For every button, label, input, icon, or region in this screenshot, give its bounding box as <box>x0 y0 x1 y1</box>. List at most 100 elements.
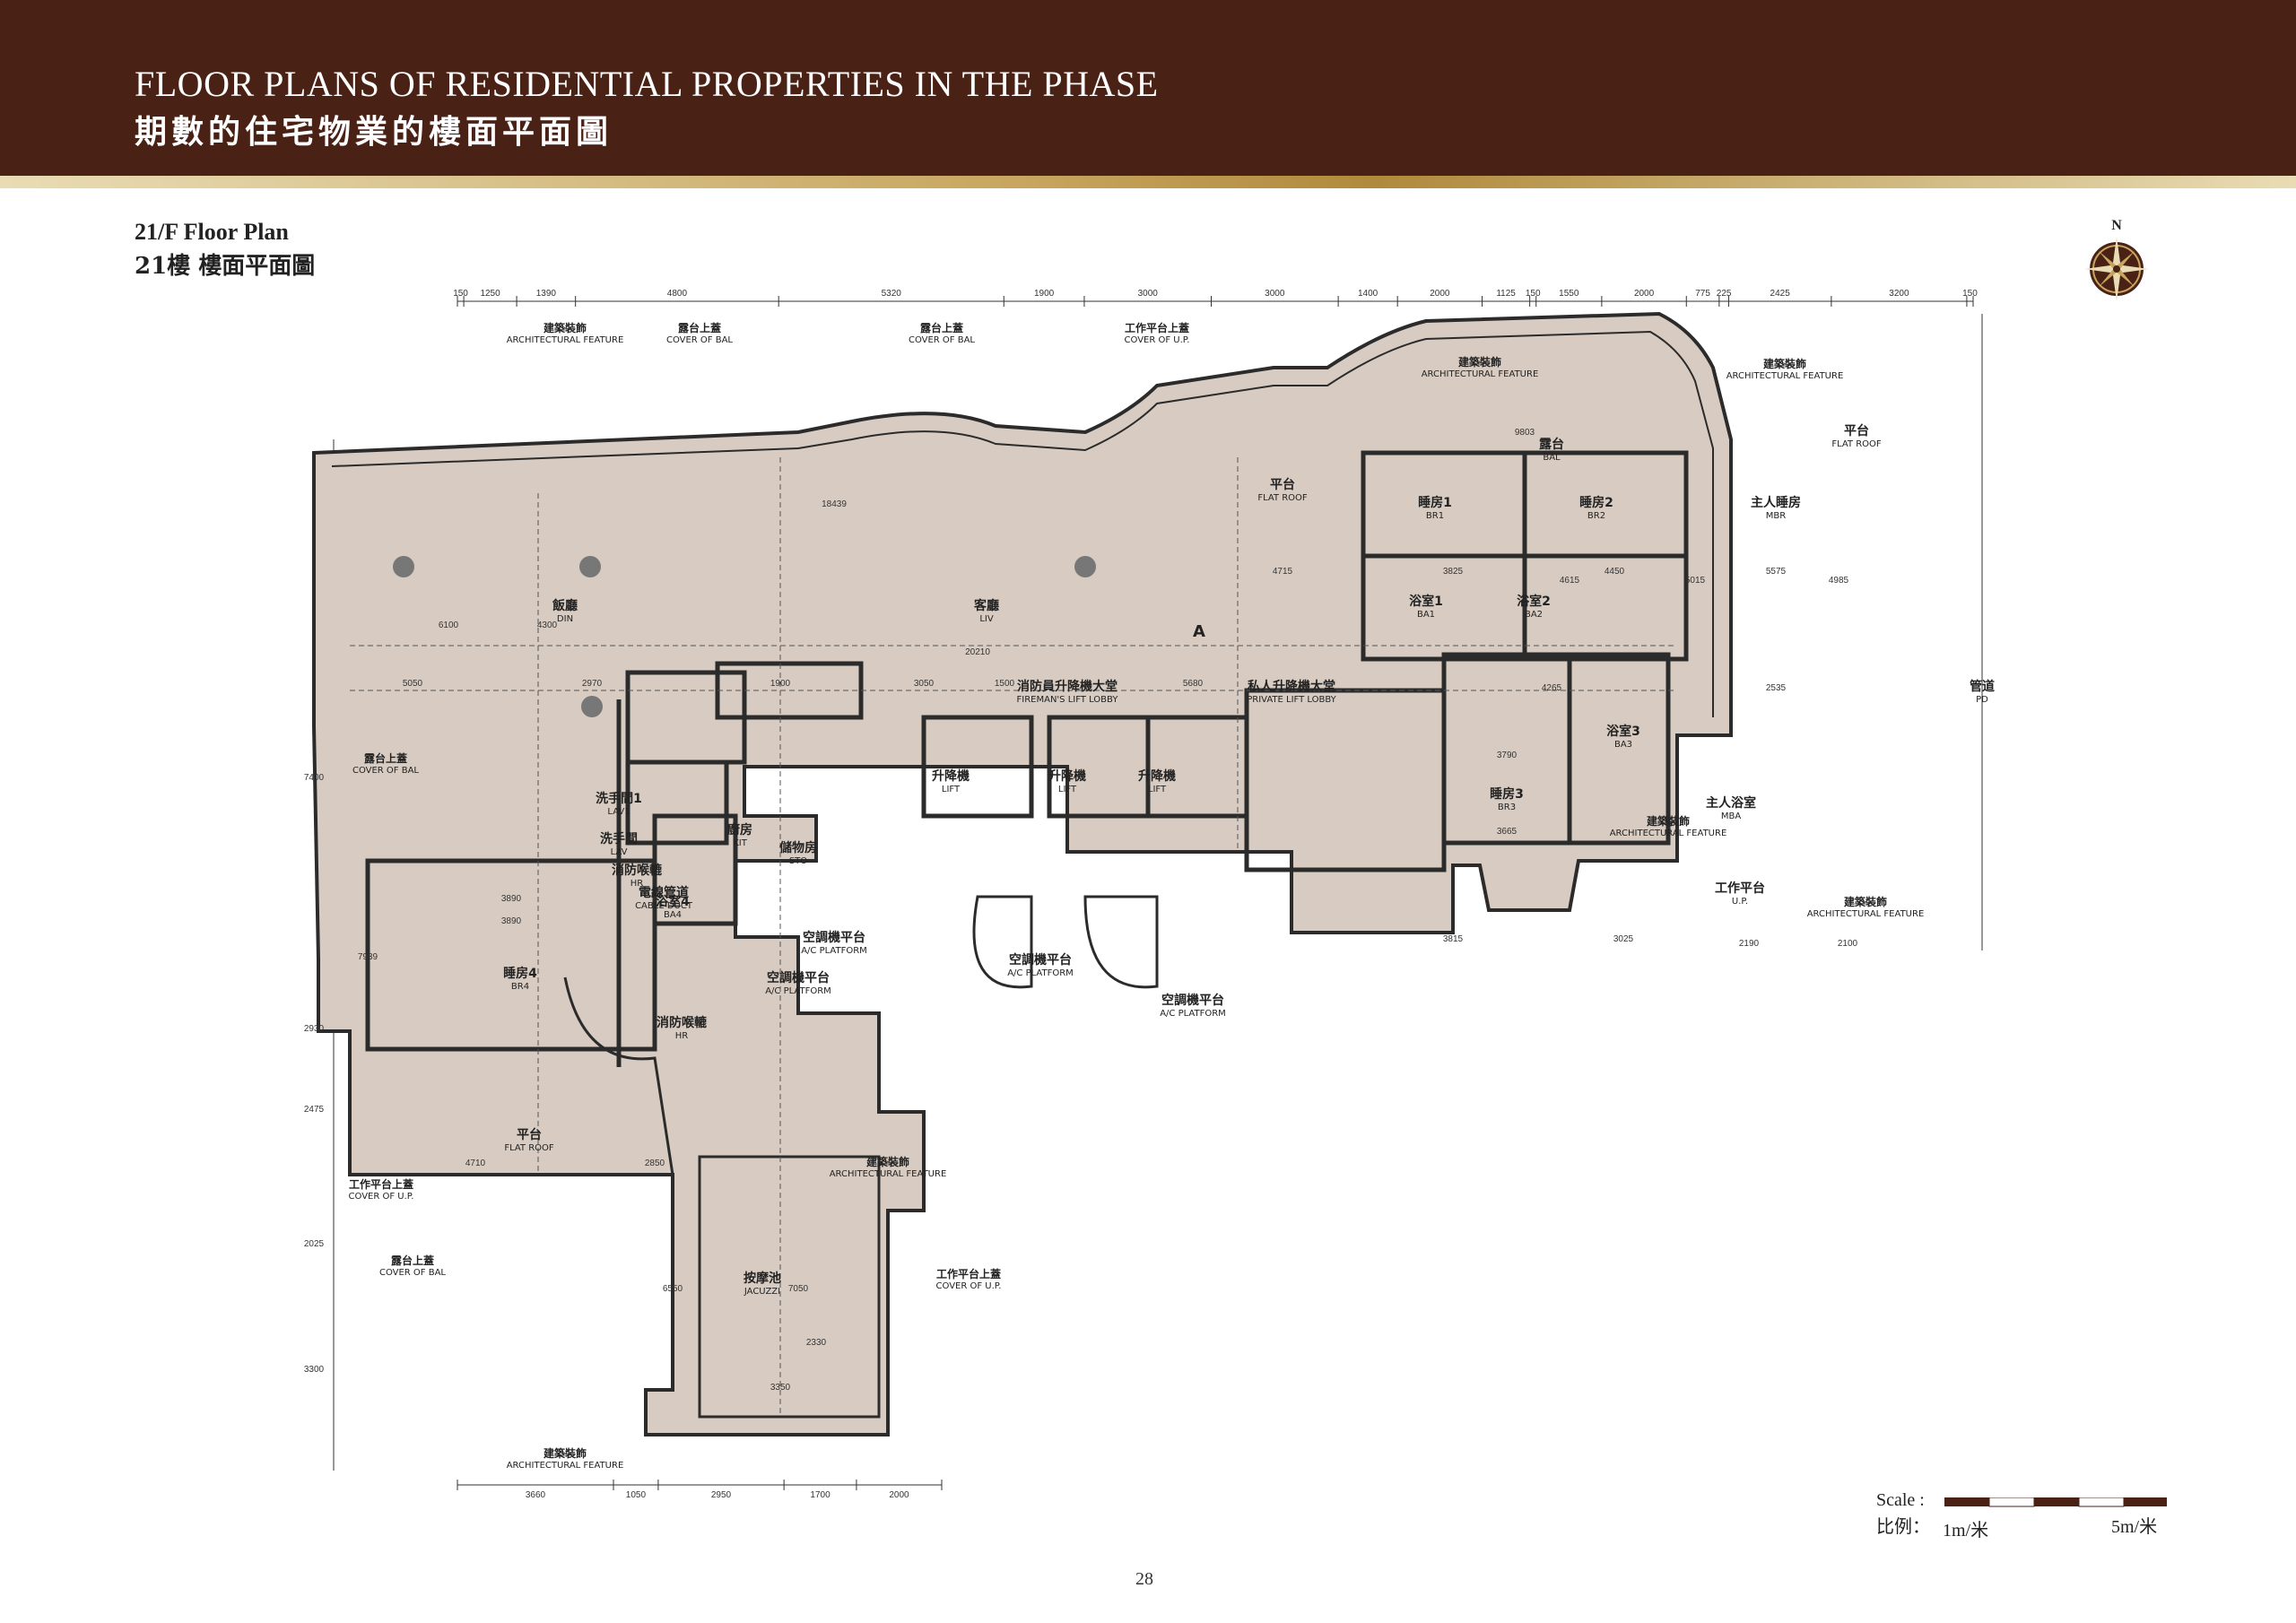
dimension-label: 4710 <box>465 1159 486 1168</box>
compass-north-label: N <box>2111 218 2122 233</box>
svg-text:露台上蓋: 露台上蓋 <box>678 321 721 334</box>
svg-text:BR3: BR3 <box>1498 803 1516 812</box>
svg-text:ARCHITECTURAL FEATURE: ARCHITECTURAL FEATURE <box>1726 371 1844 381</box>
dimension-label: 2930 <box>304 1024 325 1034</box>
svg-text:洗手間1: 洗手間1 <box>596 791 642 806</box>
dimension-label: 2100 <box>1838 939 1858 949</box>
svg-text:A/C PLATFORM: A/C PLATFORM <box>801 946 867 956</box>
svg-text:平台: 平台 <box>1844 423 1869 438</box>
svg-text:MBR: MBR <box>1766 511 1786 521</box>
svg-text:KIT: KIT <box>733 838 748 848</box>
dimension-label: 1900 <box>770 679 791 689</box>
svg-text:睡房4: 睡房4 <box>503 966 537 981</box>
dimension-label: 4715 <box>1273 567 1293 577</box>
svg-text:平台: 平台 <box>1270 477 1295 492</box>
svg-text:PD: PD <box>1976 695 1988 705</box>
svg-text:空調機平台: 空調機平台 <box>767 970 830 985</box>
dimension-label: 4265 <box>1542 683 1562 693</box>
svg-text:BAL: BAL <box>1543 453 1561 463</box>
dimension-label: 7050 <box>788 1284 809 1294</box>
svg-text:工作平台上蓋: 工作平台上蓋 <box>349 1177 413 1191</box>
svg-text:A/C PLATFORM: A/C PLATFORM <box>765 986 831 996</box>
dimension-label: 3025 <box>1613 934 1634 944</box>
svg-text:LIFT: LIFT <box>1148 785 1167 794</box>
svg-text:工作平台: 工作平台 <box>1715 881 1765 896</box>
svg-text:空調機平台: 空調機平台 <box>1161 993 1224 1008</box>
dimension-label: 2970 <box>582 679 603 689</box>
svg-text:BA4: BA4 <box>664 910 682 920</box>
dimension-label: 3665 <box>1497 827 1518 837</box>
svg-text:ARCHITECTURAL FEATURE: ARCHITECTURAL FEATURE <box>1610 829 1727 838</box>
svg-text:升降機: 升降機 <box>1138 768 1176 784</box>
dimension-label: 2000 <box>1634 289 1655 299</box>
svg-text:露台: 露台 <box>1539 437 1564 452</box>
svg-text:浴室1: 浴室1 <box>1409 594 1443 609</box>
dimension-label: 3660 <box>526 1490 546 1500</box>
svg-text:浴室4: 浴室4 <box>656 894 690 909</box>
svg-text:洗手間: 洗手間 <box>600 831 638 846</box>
svg-text:空調機平台: 空調機平台 <box>803 930 865 945</box>
svg-text:建築裝飾: 建築裝飾 <box>865 1155 909 1168</box>
dimension-label: 4800 <box>667 289 688 299</box>
dimension-label: 5680 <box>1183 679 1204 689</box>
dimension-label: 2475 <box>304 1105 325 1115</box>
dimension-label: 2190 <box>1739 939 1760 949</box>
svg-text:DIN: DIN <box>557 614 573 624</box>
svg-text:消防喉轆: 消防喉轆 <box>612 863 662 878</box>
svg-text:HR: HR <box>631 879 644 889</box>
svg-text:HR: HR <box>675 1031 689 1041</box>
dimension-label: 1900 <box>1034 289 1055 299</box>
dimension-label: 1390 <box>536 289 557 299</box>
svg-text:升降機: 升降機 <box>1048 768 1086 784</box>
scale-bar: Scale : 比例： 1m/米 5m/米 <box>1876 1490 2181 1544</box>
dimension-label: 4615 <box>1560 576 1580 586</box>
page-header: FLOOR PLANS OF RESIDENTIAL PROPERTIES IN… <box>0 0 2296 176</box>
dimension-label: 775 <box>1695 289 1710 299</box>
svg-text:COVER OF U.P.: COVER OF U.P. <box>1125 335 1190 345</box>
svg-text:BA2: BA2 <box>1525 610 1543 620</box>
dimension-label: 2330 <box>806 1338 827 1348</box>
dimension-label: 150 <box>453 289 468 299</box>
dimension-label: 1700 <box>810 1490 831 1500</box>
svg-text:露台上蓋: 露台上蓋 <box>920 321 963 334</box>
svg-text:LIV: LIV <box>979 614 994 624</box>
svg-text:平台: 平台 <box>517 1127 542 1142</box>
svg-text:U.P.: U.P. <box>1732 897 1748 907</box>
svg-text:LIFT: LIFT <box>942 785 961 794</box>
dimension-label: 18439 <box>822 499 847 509</box>
svg-text:建築裝飾: 建築裝飾 <box>543 321 587 334</box>
svg-text:消防員升降機大堂: 消防員升降機大堂 <box>1017 679 1118 694</box>
gold-divider <box>0 176 2296 188</box>
dimension-label: 1550 <box>1559 289 1579 299</box>
svg-text:ARCHITECTURAL FEATURE: ARCHITECTURAL FEATURE <box>507 1461 624 1471</box>
svg-text:飯廳: 飯廳 <box>552 598 578 613</box>
svg-text:JACUZZI: JACUZZI <box>744 1287 780 1297</box>
